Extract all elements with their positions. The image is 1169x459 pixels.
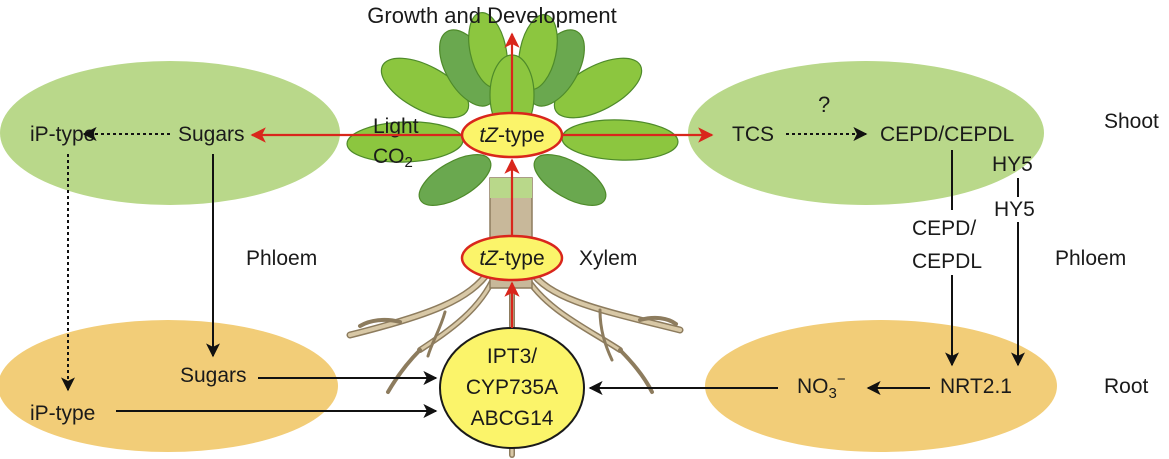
abcg14-label: ABCG14 — [471, 407, 554, 430]
left-root-ellipse — [0, 320, 338, 452]
cyp735a-label: CYP735A — [466, 376, 558, 399]
question-mark: ? — [818, 92, 830, 117]
co2-label: CO2 — [373, 145, 413, 171]
left-root-sugars: Sugars — [180, 364, 247, 387]
black-arrows — [61, 127, 1025, 418]
left-shoot-ip-type: iP-type — [30, 123, 95, 146]
root-label: Root — [1104, 375, 1149, 398]
red-arrows — [250, 32, 714, 328]
phloem-left-label: Phloem — [246, 247, 317, 270]
nrt21-label: NRT2.1 — [940, 375, 1012, 398]
no3-label: NO3− — [797, 371, 846, 402]
leaf-rosette — [346, 12, 679, 206]
cepd-mid-line1: CEPD/ — [912, 217, 976, 240]
left-root-ip-type: iP-type — [30, 402, 95, 425]
hy5-mid-label: HY5 — [994, 198, 1035, 221]
xylem-label: Xylem — [579, 247, 637, 270]
left-shoot-sugars: Sugars — [178, 123, 245, 146]
cepd-mid-line2: CEPDL — [912, 250, 982, 273]
tcs-label: TCS — [732, 123, 774, 146]
light-label: Light — [373, 115, 419, 138]
phloem-right-label: Phloem — [1055, 247, 1126, 270]
tz-type-mid-label: tZ-type — [479, 247, 544, 270]
right-root-ellipse — [705, 320, 1057, 452]
cepd-cepdl-label: CEPD/CEPDL — [880, 123, 1014, 146]
title: Growth and Development — [367, 3, 616, 28]
tz-type-top-label: tZ-type — [479, 124, 544, 147]
hy5-shoot-label: HY5 — [992, 153, 1033, 176]
shoot-label: Shoot — [1104, 110, 1159, 133]
ipt3-label: IPT3/ — [487, 345, 537, 368]
